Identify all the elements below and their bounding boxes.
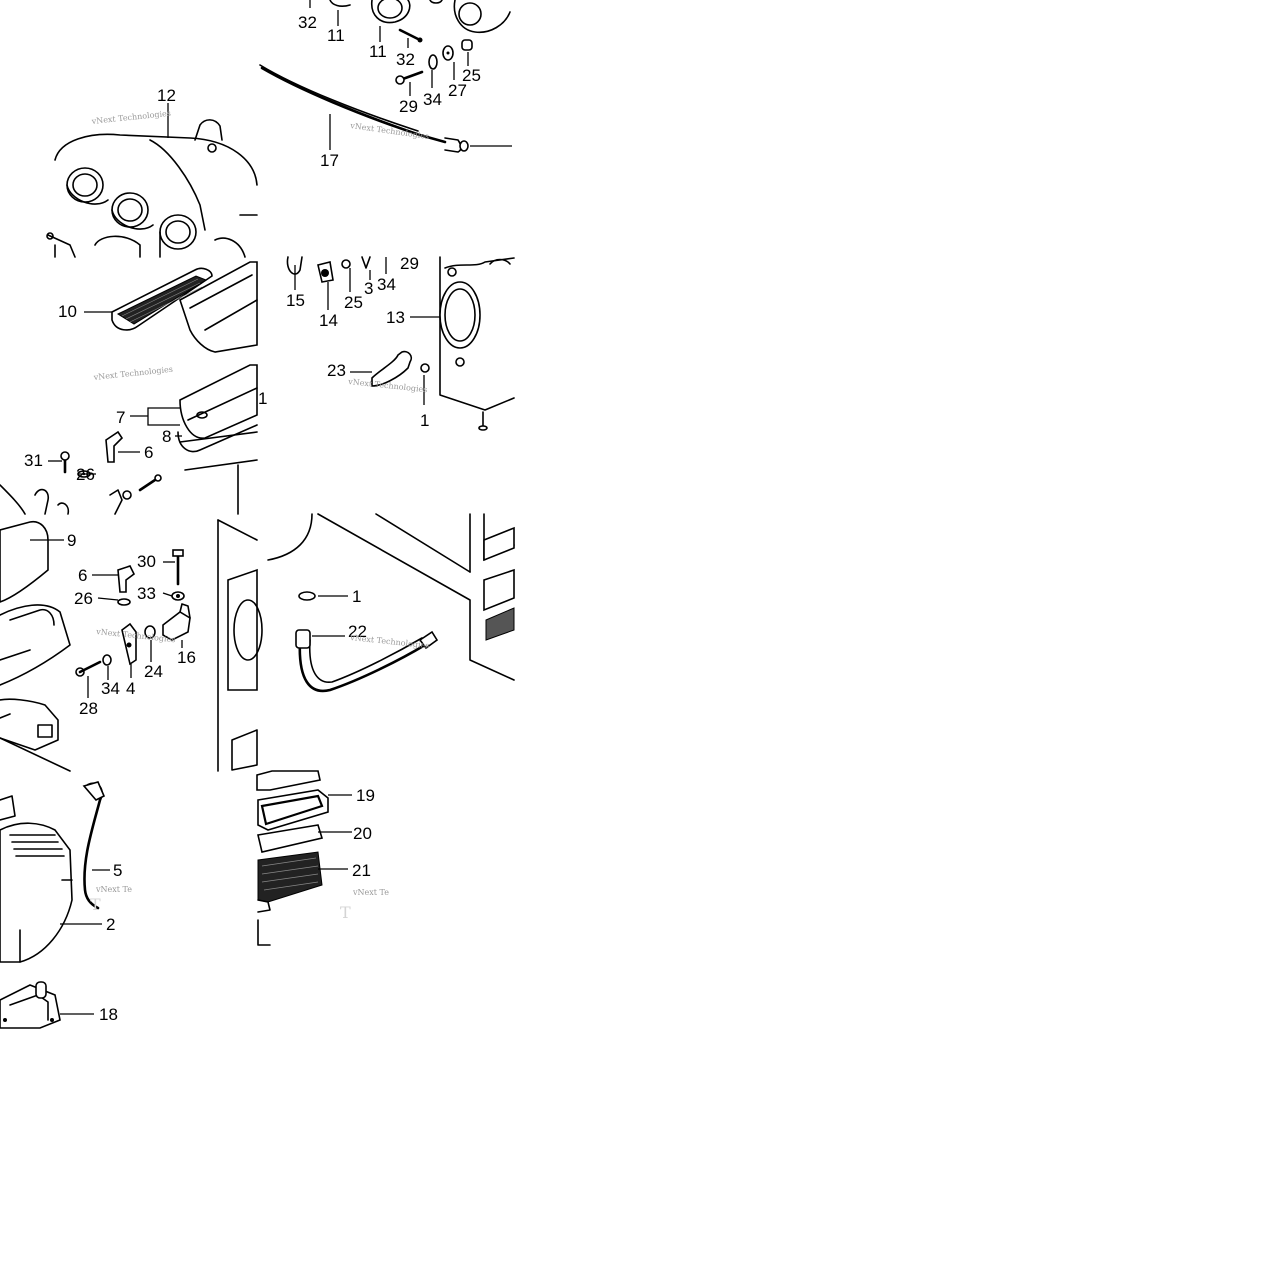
watermark: vNext Te xyxy=(352,888,389,897)
part-label: 14 xyxy=(319,311,338,330)
part-label: 23 xyxy=(327,361,346,380)
part-label: 1 xyxy=(258,389,267,408)
part-label: 16 xyxy=(177,648,196,667)
part-label: 33 xyxy=(137,584,156,603)
part-label: 11 xyxy=(327,26,345,45)
part-label: 1 xyxy=(352,587,361,606)
part-label: 4 xyxy=(126,679,135,698)
part-label: 26 xyxy=(74,589,93,608)
part-label: 30 xyxy=(137,552,156,571)
part-label: 18 xyxy=(99,1005,118,1024)
part-label: 32 xyxy=(396,50,415,69)
part-label: 2 xyxy=(106,915,115,934)
tile-case-side: 15 14 25 3 34 29 13 23 1 vNext Technolog… xyxy=(286,254,515,431)
tile-filter-element: 10 7 8 6 31 26 1 vNext Technologies xyxy=(0,261,267,515)
part-label: 10 xyxy=(58,302,77,321)
part-label: 6 xyxy=(144,443,153,462)
part-label: 27 xyxy=(448,81,467,100)
part-label: 15 xyxy=(286,291,305,310)
part-label: 20 xyxy=(353,824,372,843)
part-label: 29 xyxy=(400,254,419,273)
tile-fittings-tube: 32 11 11 32 25 29 34 27 17 vNext Technol… xyxy=(259,0,512,170)
part-label: 34 xyxy=(101,679,120,698)
part-label: 24 xyxy=(144,662,163,681)
part-label: 28 xyxy=(79,699,98,718)
part-label: 21 xyxy=(352,861,371,880)
tile-intake-manifold: 12 vNext Technologies xyxy=(46,86,258,258)
part-label: 25 xyxy=(462,66,481,85)
watermark: vNext Te xyxy=(95,885,132,894)
part-label: 13 xyxy=(386,308,405,327)
watermark: vNext Technologies xyxy=(92,365,173,382)
part-label: 12 xyxy=(157,86,176,105)
watermark: vNext Technologies xyxy=(90,109,171,126)
part-label: 31 xyxy=(24,451,43,470)
part-label: 1 xyxy=(420,411,429,430)
part-label: 11 xyxy=(369,42,387,61)
part-label: 3 xyxy=(364,279,373,298)
watermark-shadow: T xyxy=(340,903,351,922)
part-label: 32 xyxy=(298,13,317,32)
tile-filter-stack: 19 20 21 vNext Te T xyxy=(256,770,389,946)
watermark: vNext Technologies xyxy=(349,633,430,650)
watermark-shadow: T xyxy=(90,895,101,914)
part-label: 8 xyxy=(162,427,171,446)
part-label: 22 xyxy=(348,622,367,641)
part-label: 7 xyxy=(116,408,125,427)
tile-drain-tube: 1 22 vNext Technologies xyxy=(267,513,515,693)
tile-case-body: 5 2 18 vNext Te T xyxy=(0,781,132,1029)
part-label: 17 xyxy=(320,151,339,170)
part-label: 29 xyxy=(399,97,418,116)
part-label: 5 xyxy=(113,861,122,880)
tile-case-cover: 9 6 30 26 33 16 24 4 34 28 vNext Technol… xyxy=(0,519,263,772)
part-label: 25 xyxy=(344,293,363,312)
part-label: 34 xyxy=(423,90,442,109)
part-label: 26 xyxy=(76,465,95,484)
part-label: 6 xyxy=(78,566,87,585)
part-label: 19 xyxy=(356,786,375,805)
part-label: 34 xyxy=(377,275,396,294)
part-label: 9 xyxy=(67,531,76,550)
